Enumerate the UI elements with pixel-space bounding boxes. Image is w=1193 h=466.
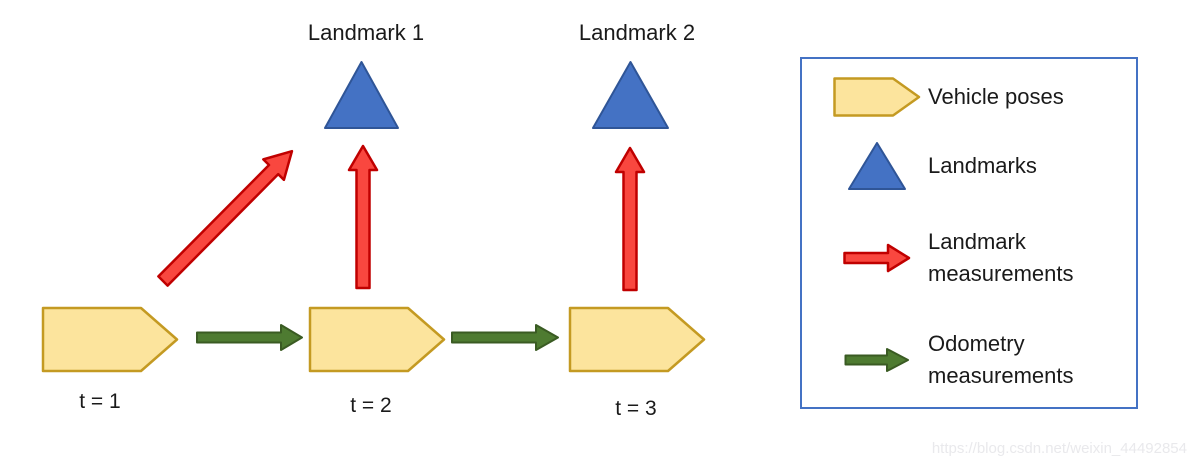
watermark-url: https://blog.csdn.net/weixin_44492854 <box>931 440 1187 457</box>
odometry-arrow-2 <box>451 324 559 351</box>
legend-label-landmark-measurements: Landmark measurements <box>928 229 1074 286</box>
legend-label-landmarks: Landmarks <box>928 153 1037 178</box>
landmark-1-label: Landmark 1 <box>307 20 425 45</box>
legend-row-odometry-measurements: Odometry measurements <box>826 329 1074 391</box>
legend-row-vehicle-poses: Vehicle poses <box>826 73 1064 121</box>
legend-label-odometry-measurements: Odometry measurements <box>928 331 1074 388</box>
vehicle-pose-t3 <box>568 306 706 373</box>
landmark-measurement-arrow-icon <box>826 242 928 274</box>
landmark-measurement-arrow-diagonal <box>157 149 294 287</box>
legend-row-landmarks: Landmarks <box>826 139 1037 193</box>
pose-label-t2: t = 2 <box>350 394 392 417</box>
landmark-measurement-arrow-vertical-2 <box>614 146 646 292</box>
pose-label-t1: t = 1 <box>79 390 121 413</box>
odometry-measurement-arrow-icon <box>826 346 928 374</box>
vehicle-pose-t2 <box>308 306 446 373</box>
landmark-measurement-arrow-vertical-1 <box>347 144 379 290</box>
vehicle-pose-icon <box>826 77 928 117</box>
landmark-2-triangle <box>592 61 669 129</box>
landmark-icon <box>826 141 928 191</box>
odometry-arrow-1 <box>196 324 303 351</box>
pose-label-t3: t = 3 <box>615 397 657 420</box>
legend-box: Vehicle poses Landmarks Landmark measure… <box>800 57 1138 409</box>
legend-label-vehicle-poses: Vehicle poses <box>928 84 1064 109</box>
vehicle-pose-t1 <box>41 306 179 373</box>
landmark-1-triangle <box>324 61 399 129</box>
landmark-2-label: Landmark 2 <box>578 20 696 45</box>
legend-row-landmark-measurements: Landmark measurements <box>826 227 1074 289</box>
